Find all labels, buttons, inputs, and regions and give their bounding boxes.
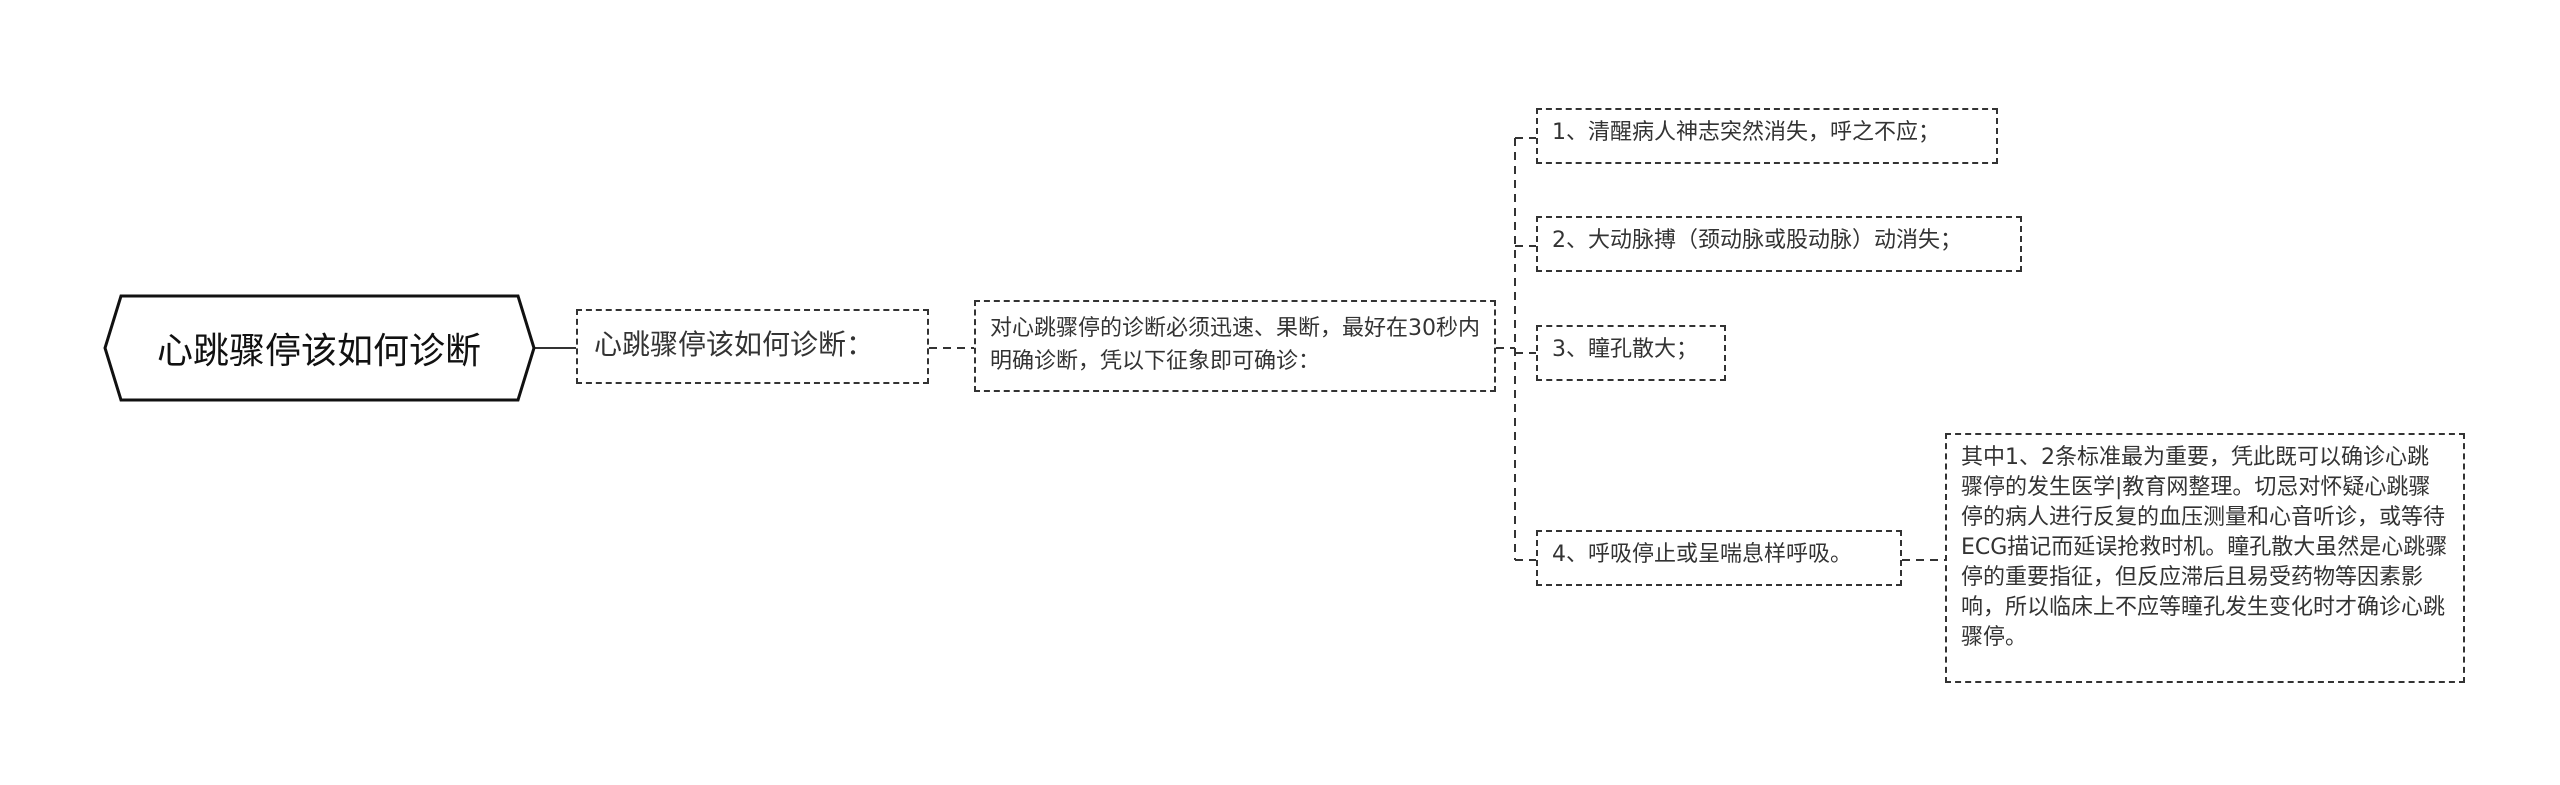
sign2-node: 2、大动脉搏（颈动脉或股动脉）动消失； [1536,216,2022,272]
sign4-node: 4、呼吸停止或呈喘息样呼吸。 [1536,530,1902,586]
root-topic: 心跳骤停该如何诊断 [156,331,481,372]
sign3-node: 3、瞳孔散大； [1536,325,1726,381]
sign1-node: 1、清醒病人神志突然消失，呼之不应； [1536,108,1998,164]
root-hexagon [103,294,536,402]
note-node: 其中1、2条标准最为重要，凭此既可以确诊心跳骤停的发生医学|教育网整理。切忌对怀… [1945,433,2465,683]
level1-node: 心跳骤停该如何诊断： [576,309,929,384]
level2-node: 对心跳骤停的诊断必须迅速、果断，最好在30秒内明确诊断，凭以下征象即可确诊： [974,300,1496,392]
